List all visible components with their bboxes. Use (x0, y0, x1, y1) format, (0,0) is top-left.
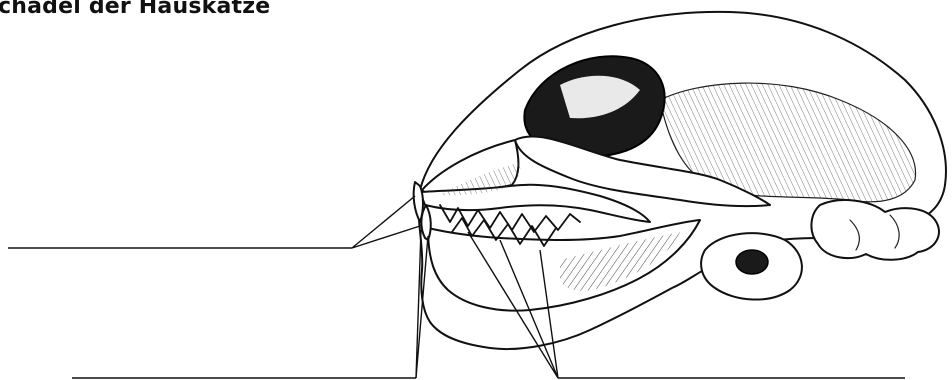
ear-canal (736, 250, 768, 274)
leader-canine-upper (352, 196, 415, 248)
lower-canine (421, 205, 430, 240)
leader-incisor-upper (352, 226, 420, 248)
skull-drawing (414, 12, 946, 349)
occipital-bumps (811, 200, 939, 260)
